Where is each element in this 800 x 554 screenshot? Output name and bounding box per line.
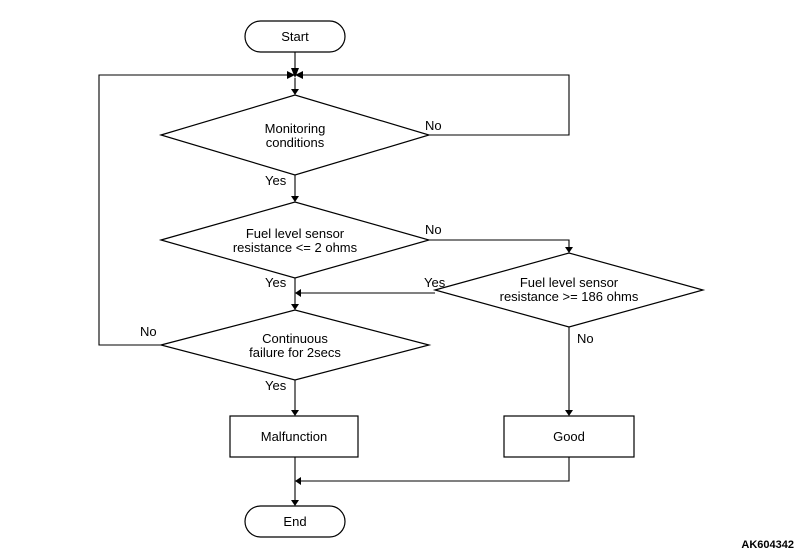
continuous-label-line1: Continuous <box>262 331 328 346</box>
monitoring-label-line2: conditions <box>266 135 325 150</box>
process-malfunction <box>229 415 359 458</box>
edge-label-fuel-high-no: No <box>577 331 594 346</box>
reference-code: AK604342 <box>741 539 794 551</box>
edge-label-continuous-no: No <box>140 324 157 339</box>
arrowhead-fuel-low <box>291 196 299 202</box>
arrowhead-merge-right <box>287 71 295 79</box>
arrowhead-merge-down <box>291 68 299 78</box>
monitoring-label-line1: Monitoring <box>265 121 326 136</box>
fuel-high-label-line1: Fuel level sensor <box>520 275 619 290</box>
good-label: Good <box>553 429 585 444</box>
arrowhead-end-down <box>291 500 299 506</box>
end-label: End <box>283 514 306 529</box>
arrowhead-monitoring <box>291 89 299 95</box>
edge-monitoring-no-loop <box>303 74 570 136</box>
decision-continuous-failure <box>158 309 432 381</box>
arrowhead-continuous <box>291 304 299 310</box>
edge-label-fuel-low-no: No <box>425 222 442 237</box>
edge-fuel-low-no <box>429 239 570 247</box>
arrowhead-yes-into-column <box>295 289 301 297</box>
edge-label-continuous-yes: Yes <box>265 378 287 393</box>
start-label: Start <box>281 29 309 44</box>
fuel-low-label-line2: resistance <= 2 ohms <box>233 240 358 255</box>
fuel-high-label-line2: resistance >= 186 ohms <box>500 289 639 304</box>
arrowhead-good <box>565 410 573 416</box>
edge-continuous-no-loop <box>98 74 287 346</box>
arrowhead-fuel-high <box>565 247 573 253</box>
edge-label-fuel-low-yes: Yes <box>265 275 287 290</box>
arrowhead-merge-left <box>295 71 303 79</box>
fuel-low-label-line1: Fuel level sensor <box>246 226 345 241</box>
arrowhead-end-left <box>295 477 301 485</box>
edge-label-monitoring-yes: Yes <box>265 173 287 188</box>
arrowhead-malfunction <box>291 410 299 416</box>
edge-good-to-end <box>301 457 570 482</box>
edge-label-monitoring-no: No <box>425 118 442 133</box>
malfunction-label: Malfunction <box>261 429 327 444</box>
edge-label-fuel-high-yes: Yes <box>424 275 446 290</box>
decision-fuel-level-high <box>432 252 706 328</box>
continuous-label-line2: failure for 2secs <box>249 345 341 360</box>
